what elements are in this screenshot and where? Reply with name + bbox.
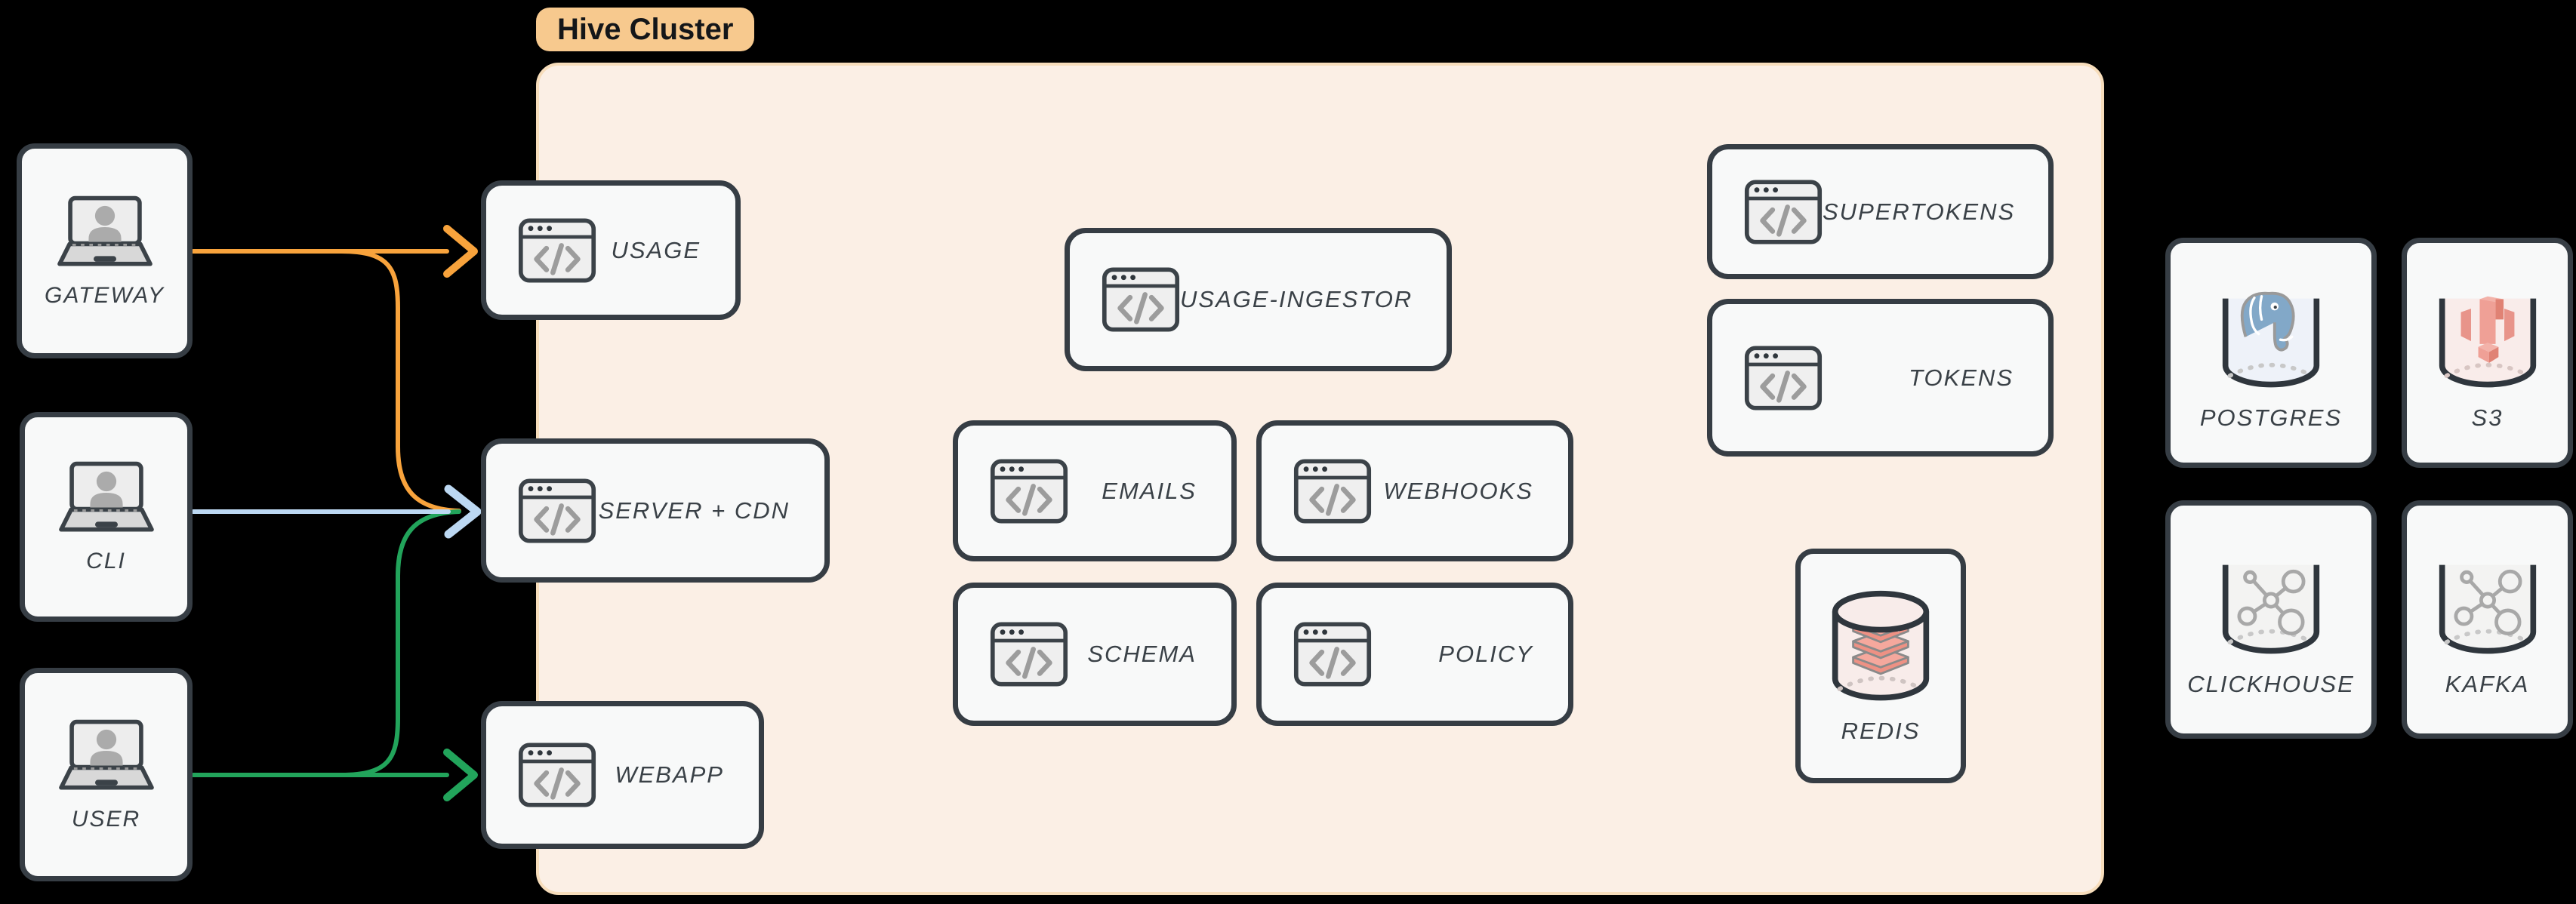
- node-s3-label: S3: [2471, 404, 2504, 431]
- node-supertokens: SUPERTOKENS: [1707, 144, 2054, 279]
- node-s3: S3: [2402, 238, 2573, 468]
- node-cli: CLI: [20, 412, 193, 622]
- laptop-user-icon: [58, 719, 154, 790]
- edge-user-webapp-arrowhead: [443, 749, 478, 801]
- node-tokens-label: TOKENS: [1909, 364, 2014, 391]
- code-window-icon: [990, 622, 1068, 687]
- node-policy: POLICY: [1256, 583, 1573, 726]
- node-redis: REDIS: [1795, 549, 1966, 783]
- node-user-label: USER: [71, 806, 141, 832]
- node-emails: EMAILS: [953, 420, 1237, 561]
- code-window-icon: [1102, 267, 1180, 332]
- node-gateway: GATEWAY: [17, 143, 193, 358]
- molecule-logo: [2453, 569, 2522, 635]
- node-webapp-label: WEBAPP: [615, 761, 724, 788]
- kafka-database-icon: [2439, 564, 2536, 654]
- postgres-database-icon: [2222, 291, 2320, 387]
- node-webhooks-label: WEBHOOKS: [1383, 477, 1533, 504]
- node-schema-label: SCHEMA: [1087, 641, 1197, 667]
- code-window-icon: [1293, 622, 1372, 687]
- node-kafka-label: KAFKA: [2445, 671, 2530, 697]
- edge-gateway-server-cdn: [339, 249, 461, 513]
- node-gateway-label: GATEWAY: [44, 282, 165, 308]
- node-postgres: POSTGRES: [2165, 238, 2377, 468]
- code-window-icon: [518, 743, 596, 807]
- laptop-user-icon: [57, 195, 153, 266]
- edge-gateway-usage-arrowhead: [443, 225, 478, 278]
- code-window-icon: [1744, 345, 1823, 410]
- clickhouse-database-icon: [2222, 564, 2320, 654]
- edge-user-server-cdn: [339, 509, 461, 777]
- node-webapp: WEBAPP: [481, 701, 764, 849]
- node-kafka: KAFKA: [2402, 500, 2573, 739]
- hive-cluster-label: Hive Cluster: [536, 8, 755, 51]
- s3-database-icon: [2439, 296, 2536, 387]
- node-webhooks: WEBHOOKS: [1256, 420, 1573, 561]
- code-window-icon: [518, 217, 596, 283]
- redis-database-icon: [1832, 590, 1930, 700]
- s3-logo: [2460, 296, 2514, 363]
- node-user: USER: [20, 668, 193, 881]
- code-window-icon: [518, 478, 596, 543]
- laptop-user-icon: [58, 461, 154, 532]
- node-usage-ingestor: USAGE-INGESTOR: [1065, 228, 1452, 371]
- node-usage-label: USAGE: [611, 236, 701, 263]
- node-usage: USAGE: [481, 180, 741, 320]
- code-window-icon: [990, 458, 1068, 524]
- node-supertokens-label: SUPERTOKENS: [1823, 198, 2016, 225]
- node-postgres-label: POSTGRES: [2199, 404, 2343, 431]
- node-schema: SCHEMA: [953, 583, 1237, 726]
- code-window-icon: [1293, 458, 1372, 524]
- node-redis-label: REDIS: [1841, 717, 1921, 744]
- node-emails-label: EMAILS: [1102, 477, 1197, 504]
- node-server-cdn-label: SERVER + CDN: [598, 497, 790, 524]
- code-window-icon: [1744, 179, 1823, 244]
- molecule-logo: [2237, 569, 2306, 635]
- node-server-cdn: SERVER + CDN: [481, 438, 830, 583]
- node-usage-ingestor-label: USAGE-INGESTOR: [1180, 286, 1413, 312]
- node-clickhouse-label: CLICKHOUSE: [2187, 671, 2355, 697]
- node-clickhouse: CLICKHOUSE: [2165, 500, 2377, 739]
- node-tokens: TOKENS: [1707, 299, 2054, 457]
- node-policy-label: POLICY: [1438, 641, 1533, 667]
- postgres-logo: [2240, 291, 2295, 352]
- edge-cli-server-cdn-arrowhead: [444, 484, 482, 539]
- node-cli-label: CLI: [86, 549, 126, 573]
